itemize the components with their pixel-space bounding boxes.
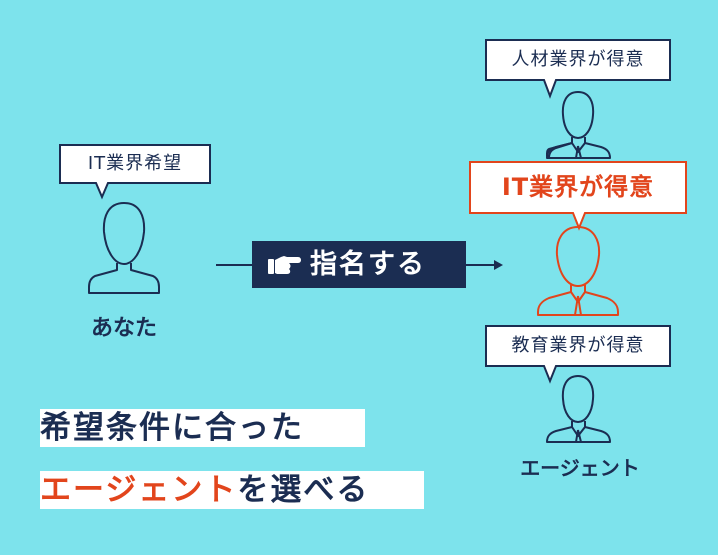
agent-1-speciality: 人材業界が得意 <box>511 49 645 70</box>
user-label: あなた <box>90 316 157 341</box>
agent-label: エージェント <box>520 456 640 480</box>
agent-1-bubble <box>485 39 671 99</box>
agent-1-person-icon <box>546 91 611 159</box>
user-request-text: IT業界希望 <box>87 153 183 174</box>
tagline-line-2: エージェントを選べる <box>40 471 424 509</box>
tagline-line-2-rest: を選べる <box>237 472 370 508</box>
agent-3-speciality: 教育業界が得意 <box>511 335 645 356</box>
agent-2-person-icon <box>537 226 619 316</box>
nominate-label: 指名する <box>310 249 426 280</box>
agent-3-bubble <box>485 325 671 384</box>
agent-2-speciality: IT業界が得意 <box>501 173 655 201</box>
user-request-bubble <box>59 144 211 200</box>
agent-2-bubble <box>469 161 687 231</box>
arrow-head <box>494 260 503 270</box>
user-person-icon <box>88 202 160 294</box>
tagline-accent-text: エージェント <box>40 472 238 508</box>
agent-3-person-icon <box>546 375 611 443</box>
tagline-line-1: 希望条件に合った <box>40 409 365 447</box>
pointing-hand-icon <box>268 256 301 274</box>
tagline-line-1-text: 希望条件に合った <box>40 410 304 446</box>
